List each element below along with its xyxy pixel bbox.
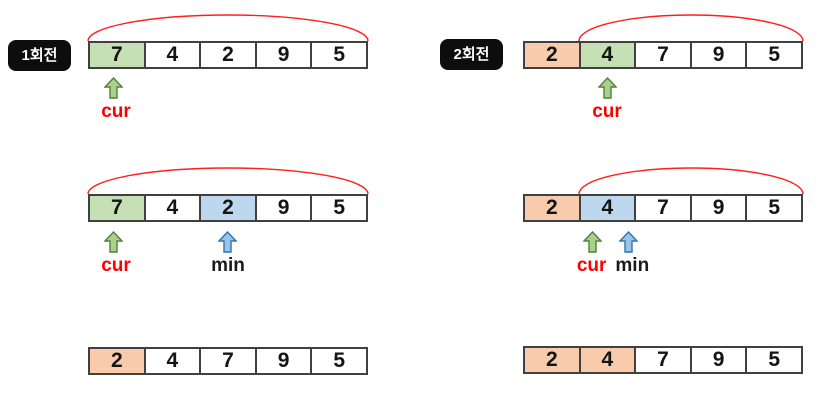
array-cell: 2 [523, 346, 581, 374]
array-cell: 2 [523, 41, 581, 69]
array-cell: 9 [254, 41, 313, 69]
array-cell: 7 [199, 347, 257, 375]
array-cell: 5 [310, 41, 368, 69]
array-cell: 9 [254, 194, 313, 222]
cur-label: cur [101, 101, 131, 122]
cur-label: cur [592, 101, 622, 122]
array-round2-step2: 2 4 7 9 5 [523, 194, 803, 222]
min-label: min [615, 255, 650, 276]
cur-label: cur [576, 255, 607, 276]
array-cell: 9 [254, 347, 313, 375]
min-arrow-icon [218, 231, 237, 253]
cur-arrow-icon [598, 77, 617, 99]
array-cell: 5 [310, 194, 368, 222]
range-arc [578, 167, 804, 195]
round-2-badge: 2회전 [440, 39, 503, 70]
array-cell: 7 [88, 41, 146, 69]
array-cell: 5 [310, 347, 368, 375]
array-cell: 4 [143, 194, 202, 222]
array-cell: 4 [143, 41, 202, 69]
array-cell: 4 [578, 41, 637, 69]
array-cell: 5 [745, 346, 803, 374]
array-cell: 2 [88, 347, 146, 375]
array-round1-step2: 7 4 2 9 5 [88, 194, 368, 222]
array-cell: 7 [634, 346, 692, 374]
cur-min-labels: cur min [565, 255, 661, 277]
cur-arrow-icon [583, 231, 602, 253]
array-cell: 9 [689, 41, 748, 69]
range-arc [87, 167, 369, 195]
cur-arrow-icon [104, 77, 123, 99]
min-arrow-icon [619, 231, 638, 253]
array-round1-step1: 7 4 2 9 5 [88, 41, 368, 69]
array-round1-step3: 2 4 7 9 5 [88, 347, 368, 375]
range-arc [87, 14, 369, 42]
array-cell: 2 [199, 41, 257, 69]
array-cell: 7 [634, 41, 692, 69]
cur-arrow-icon [104, 231, 123, 253]
min-label: min [211, 255, 245, 276]
array-cell: 5 [745, 194, 803, 222]
array-cell: 7 [88, 194, 146, 222]
array-cell: 2 [523, 194, 581, 222]
cur-label: cur [101, 255, 131, 276]
round-1-badge: 1회전 [8, 40, 71, 71]
array-cell: 9 [689, 194, 748, 222]
array-round2-step3: 2 4 7 9 5 [523, 346, 803, 374]
array-cell: 9 [689, 346, 748, 374]
array-cell: 7 [634, 194, 692, 222]
array-cell: 2 [199, 194, 257, 222]
array-cell: 4 [578, 346, 637, 374]
array-cell: 4 [143, 347, 202, 375]
array-cell: 4 [578, 194, 637, 222]
array-round2-step1: 2 4 7 9 5 [523, 41, 803, 69]
range-arc [578, 14, 804, 42]
array-cell: 5 [745, 41, 803, 69]
